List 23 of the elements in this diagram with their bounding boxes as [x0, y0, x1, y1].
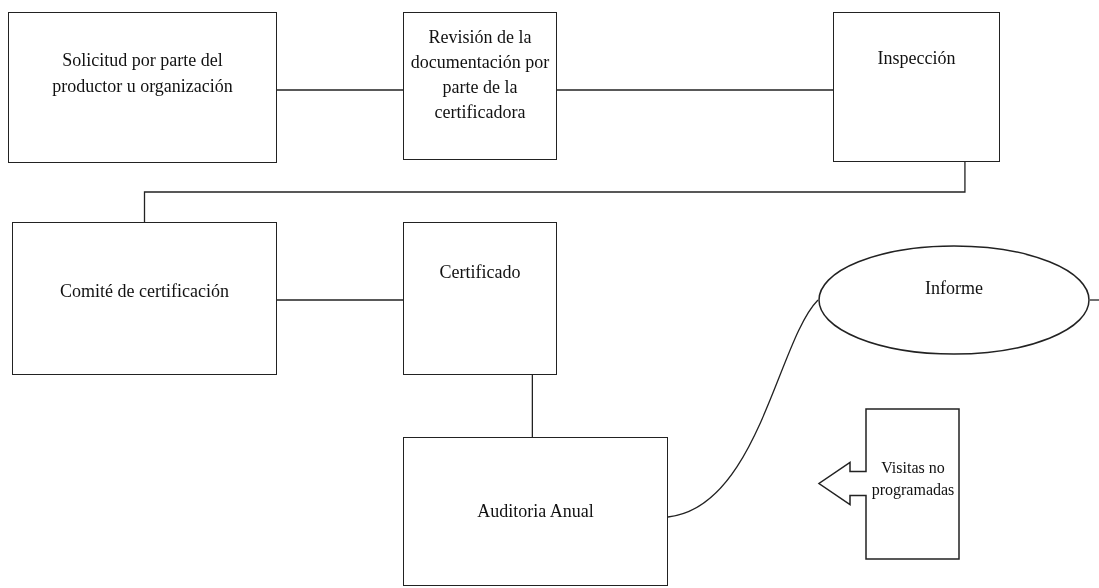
node-label: Informe [925, 277, 983, 301]
arrow-callout-box [818, 408, 960, 560]
node-label: Revisión de la documentación por parte de la certificadora [409, 25, 551, 125]
process-box [403, 437, 668, 586]
connector-line [667, 299, 819, 518]
connector-line [143, 161, 966, 223]
node-label: Solicitud por parte del productor u organización [51, 49, 234, 98]
process-box [403, 12, 557, 160]
process-box [8, 12, 277, 163]
ellipse-node [818, 245, 1090, 355]
node-label: Comité de certificación [60, 279, 229, 303]
node-label: Inspección [877, 47, 956, 71]
connector-line [276, 89, 404, 91]
connector-line [531, 374, 533, 438]
process-box [12, 222, 277, 375]
node-label: Auditoria Anual [477, 499, 594, 523]
node-label: Visitas no programadas [870, 457, 956, 501]
process-box [833, 12, 1000, 162]
process-box [403, 222, 557, 375]
connector-line [276, 299, 404, 301]
connector-line [1089, 299, 1099, 301]
node-label: Certificado [439, 260, 521, 284]
connector-line [556, 89, 834, 91]
